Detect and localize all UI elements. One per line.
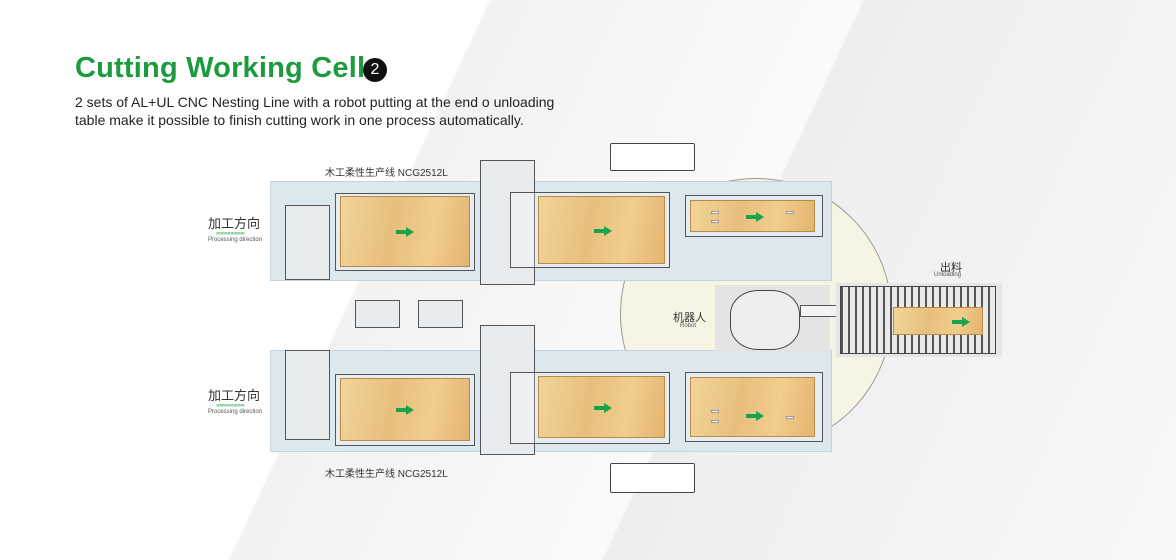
arrow-icon <box>952 317 970 327</box>
board <box>340 378 470 441</box>
direction-chevrons-2: »»»»»»»»»» <box>216 403 245 409</box>
line-2-name: 木工柔性生产线 NCG2512L <box>325 469 448 480</box>
arrow-icon <box>746 411 764 421</box>
parts <box>690 200 815 232</box>
direction-cn-2: 加工方向 <box>208 388 261 403</box>
arrow-icon <box>746 212 764 222</box>
direction-en-1: Processing direction <box>208 237 263 243</box>
step-badge: 2 <box>363 58 387 82</box>
board <box>893 307 983 335</box>
cnc-gantry-1 <box>480 160 535 285</box>
arrow-icon <box>594 403 612 413</box>
arrow-icon <box>396 227 414 237</box>
direction-chevrons-1: »»»»»»»»»» <box>216 231 245 237</box>
arrow-icon <box>594 226 612 236</box>
line-1-name: 木工柔性生产线 NCG2512L <box>325 168 448 179</box>
loader-2 <box>285 350 330 440</box>
tool-changer <box>355 300 400 328</box>
direction-cn-1: 加工方向 <box>208 216 261 231</box>
parts <box>690 377 815 437</box>
robot-body <box>730 290 800 350</box>
board <box>340 196 470 267</box>
board <box>538 376 665 438</box>
robot-label-cn: 机器人 <box>673 312 706 324</box>
cnc-gantry-2 <box>480 325 535 455</box>
cart-2 <box>610 463 695 493</box>
cart-1 <box>610 143 695 171</box>
loader-1 <box>285 205 330 280</box>
page-title: Cutting Working Cell <box>75 52 366 84</box>
description: 2 sets of AL+UL CNC Nesting Line with a … <box>75 94 555 128</box>
robot-label-en: Robot <box>680 323 697 329</box>
arrow-icon <box>396 405 414 415</box>
unloading-label-en: Unloading <box>934 272 962 278</box>
unloading-label-cn: 出料 <box>940 262 962 274</box>
direction-en-2: Processing direction <box>208 409 263 415</box>
tool-changer <box>418 300 463 328</box>
board <box>538 196 665 264</box>
